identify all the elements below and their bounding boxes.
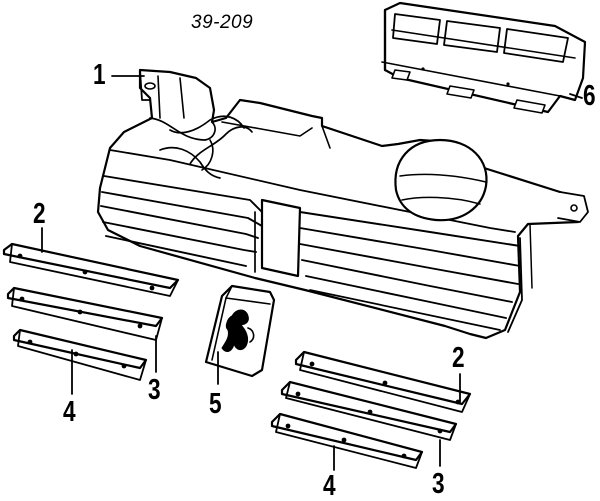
- callout-6: 6: [583, 80, 596, 112]
- grille-insert: [381, 1, 587, 114]
- callout-1: 1: [93, 59, 106, 91]
- lion-emblem: [204, 284, 276, 378]
- callout-2-left: 2: [33, 198, 46, 230]
- callout-5: 5: [209, 388, 222, 420]
- callout-4-left: 4: [63, 396, 76, 428]
- reference-code: 39-209: [191, 12, 254, 33]
- grille-assembly: [96, 68, 589, 340]
- right-trim-strips: [270, 350, 472, 469]
- callout-3-right: 3: [432, 468, 445, 500]
- callout-4-right: 4: [323, 470, 336, 501]
- callout-3-left: 3: [148, 374, 161, 406]
- left-trim-strips: [2, 242, 180, 381]
- callout-2-right: 2: [452, 342, 465, 374]
- leader-lines: [41, 75, 583, 471]
